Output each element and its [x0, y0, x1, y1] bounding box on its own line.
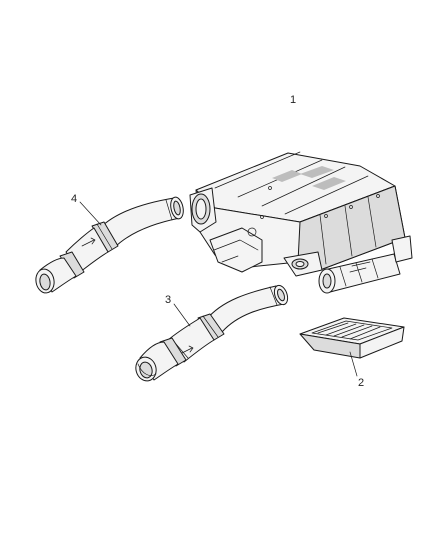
callout-1: 1 [290, 94, 296, 106]
air-cleaner-housing[interactable] [189, 151, 413, 294]
callout-labels: 1 2 3 4 [71, 94, 364, 389]
callout-3: 3 [165, 294, 171, 306]
lower-intake-duct[interactable] [133, 284, 290, 384]
upper-intake-duct[interactable] [34, 196, 185, 294]
air-filter-element[interactable] [299, 317, 405, 359]
callout-4: 4 [71, 193, 77, 205]
leader-line-3 [173, 303, 191, 327]
leader-lines [79, 201, 358, 377]
leader-line-2 [349, 351, 358, 377]
leader-line-4 [79, 201, 102, 226]
callout-2: 2 [358, 377, 364, 389]
